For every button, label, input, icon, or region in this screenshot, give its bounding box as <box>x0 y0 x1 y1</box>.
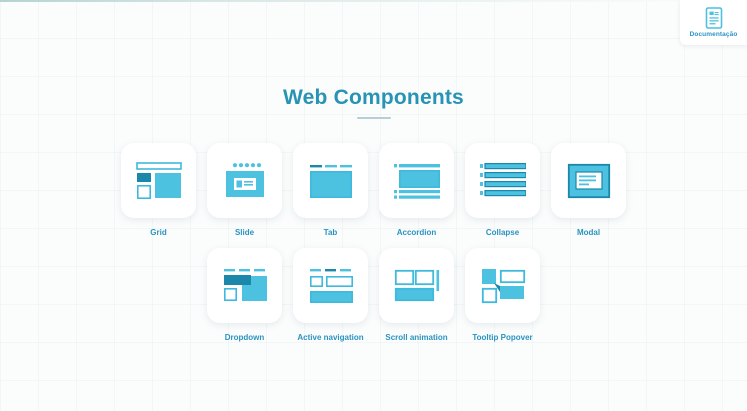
title-divider <box>356 117 391 119</box>
component-item-accordion[interactable]: Accordion <box>379 143 454 237</box>
component-row: Dropdown Active navigation <box>0 248 747 342</box>
modal-dialog-icon <box>566 162 612 200</box>
dropdown-menu-icon <box>222 267 268 305</box>
documentation-label: Documentação <box>689 31 738 38</box>
grid-layout-icon <box>135 161 182 200</box>
component-card[interactable] <box>465 143 540 218</box>
component-label: Modal <box>576 228 601 237</box>
component-card[interactable] <box>379 143 454 218</box>
component-card[interactable] <box>379 248 454 323</box>
component-item-grid[interactable]: Grid <box>121 143 196 237</box>
accordion-icon <box>393 162 440 200</box>
component-card[interactable] <box>465 248 540 323</box>
component-item-tab[interactable]: Tab <box>293 143 368 237</box>
component-item-active-navigation[interactable]: Active navigation <box>293 248 368 342</box>
component-item-scroll-animation[interactable]: Scroll animation <box>379 248 454 342</box>
document-icon <box>704 7 724 29</box>
component-label: Collapse <box>485 228 520 237</box>
component-label: Tooltip Popover <box>472 333 533 342</box>
component-card[interactable] <box>293 248 368 323</box>
component-card[interactable] <box>551 143 626 218</box>
component-label: Scroll animation <box>385 333 448 342</box>
component-card[interactable] <box>207 248 282 323</box>
component-card[interactable] <box>293 143 368 218</box>
component-item-slide[interactable]: Slide <box>207 143 282 237</box>
component-item-tooltip-popover[interactable]: Tooltip Popover <box>465 248 540 342</box>
top-accent-line <box>0 0 747 2</box>
component-card[interactable] <box>121 143 196 218</box>
component-row: Grid <box>0 143 747 237</box>
component-grid: Grid <box>0 143 747 342</box>
scroll-animation-icon <box>394 267 440 305</box>
collapse-icon <box>479 162 526 200</box>
tooltip-popover-icon <box>480 267 526 305</box>
component-card[interactable] <box>207 143 282 218</box>
active-navigation-icon <box>308 267 354 305</box>
page-title: Web Components <box>283 86 464 109</box>
component-label: Tab <box>323 228 338 237</box>
component-label: Accordion <box>396 228 437 237</box>
component-item-modal[interactable]: Modal <box>551 143 626 237</box>
component-label: Slide <box>234 228 255 237</box>
tab-panel-icon <box>308 162 354 200</box>
component-label: Active navigation <box>297 333 364 342</box>
component-item-dropdown[interactable]: Dropdown <box>207 248 282 342</box>
component-item-collapse[interactable]: Collapse <box>465 143 540 237</box>
component-label: Dropdown <box>224 333 265 342</box>
documentation-button[interactable]: Documentação <box>680 0 747 45</box>
slide-carousel-icon <box>222 162 268 200</box>
component-label: Grid <box>150 228 167 237</box>
